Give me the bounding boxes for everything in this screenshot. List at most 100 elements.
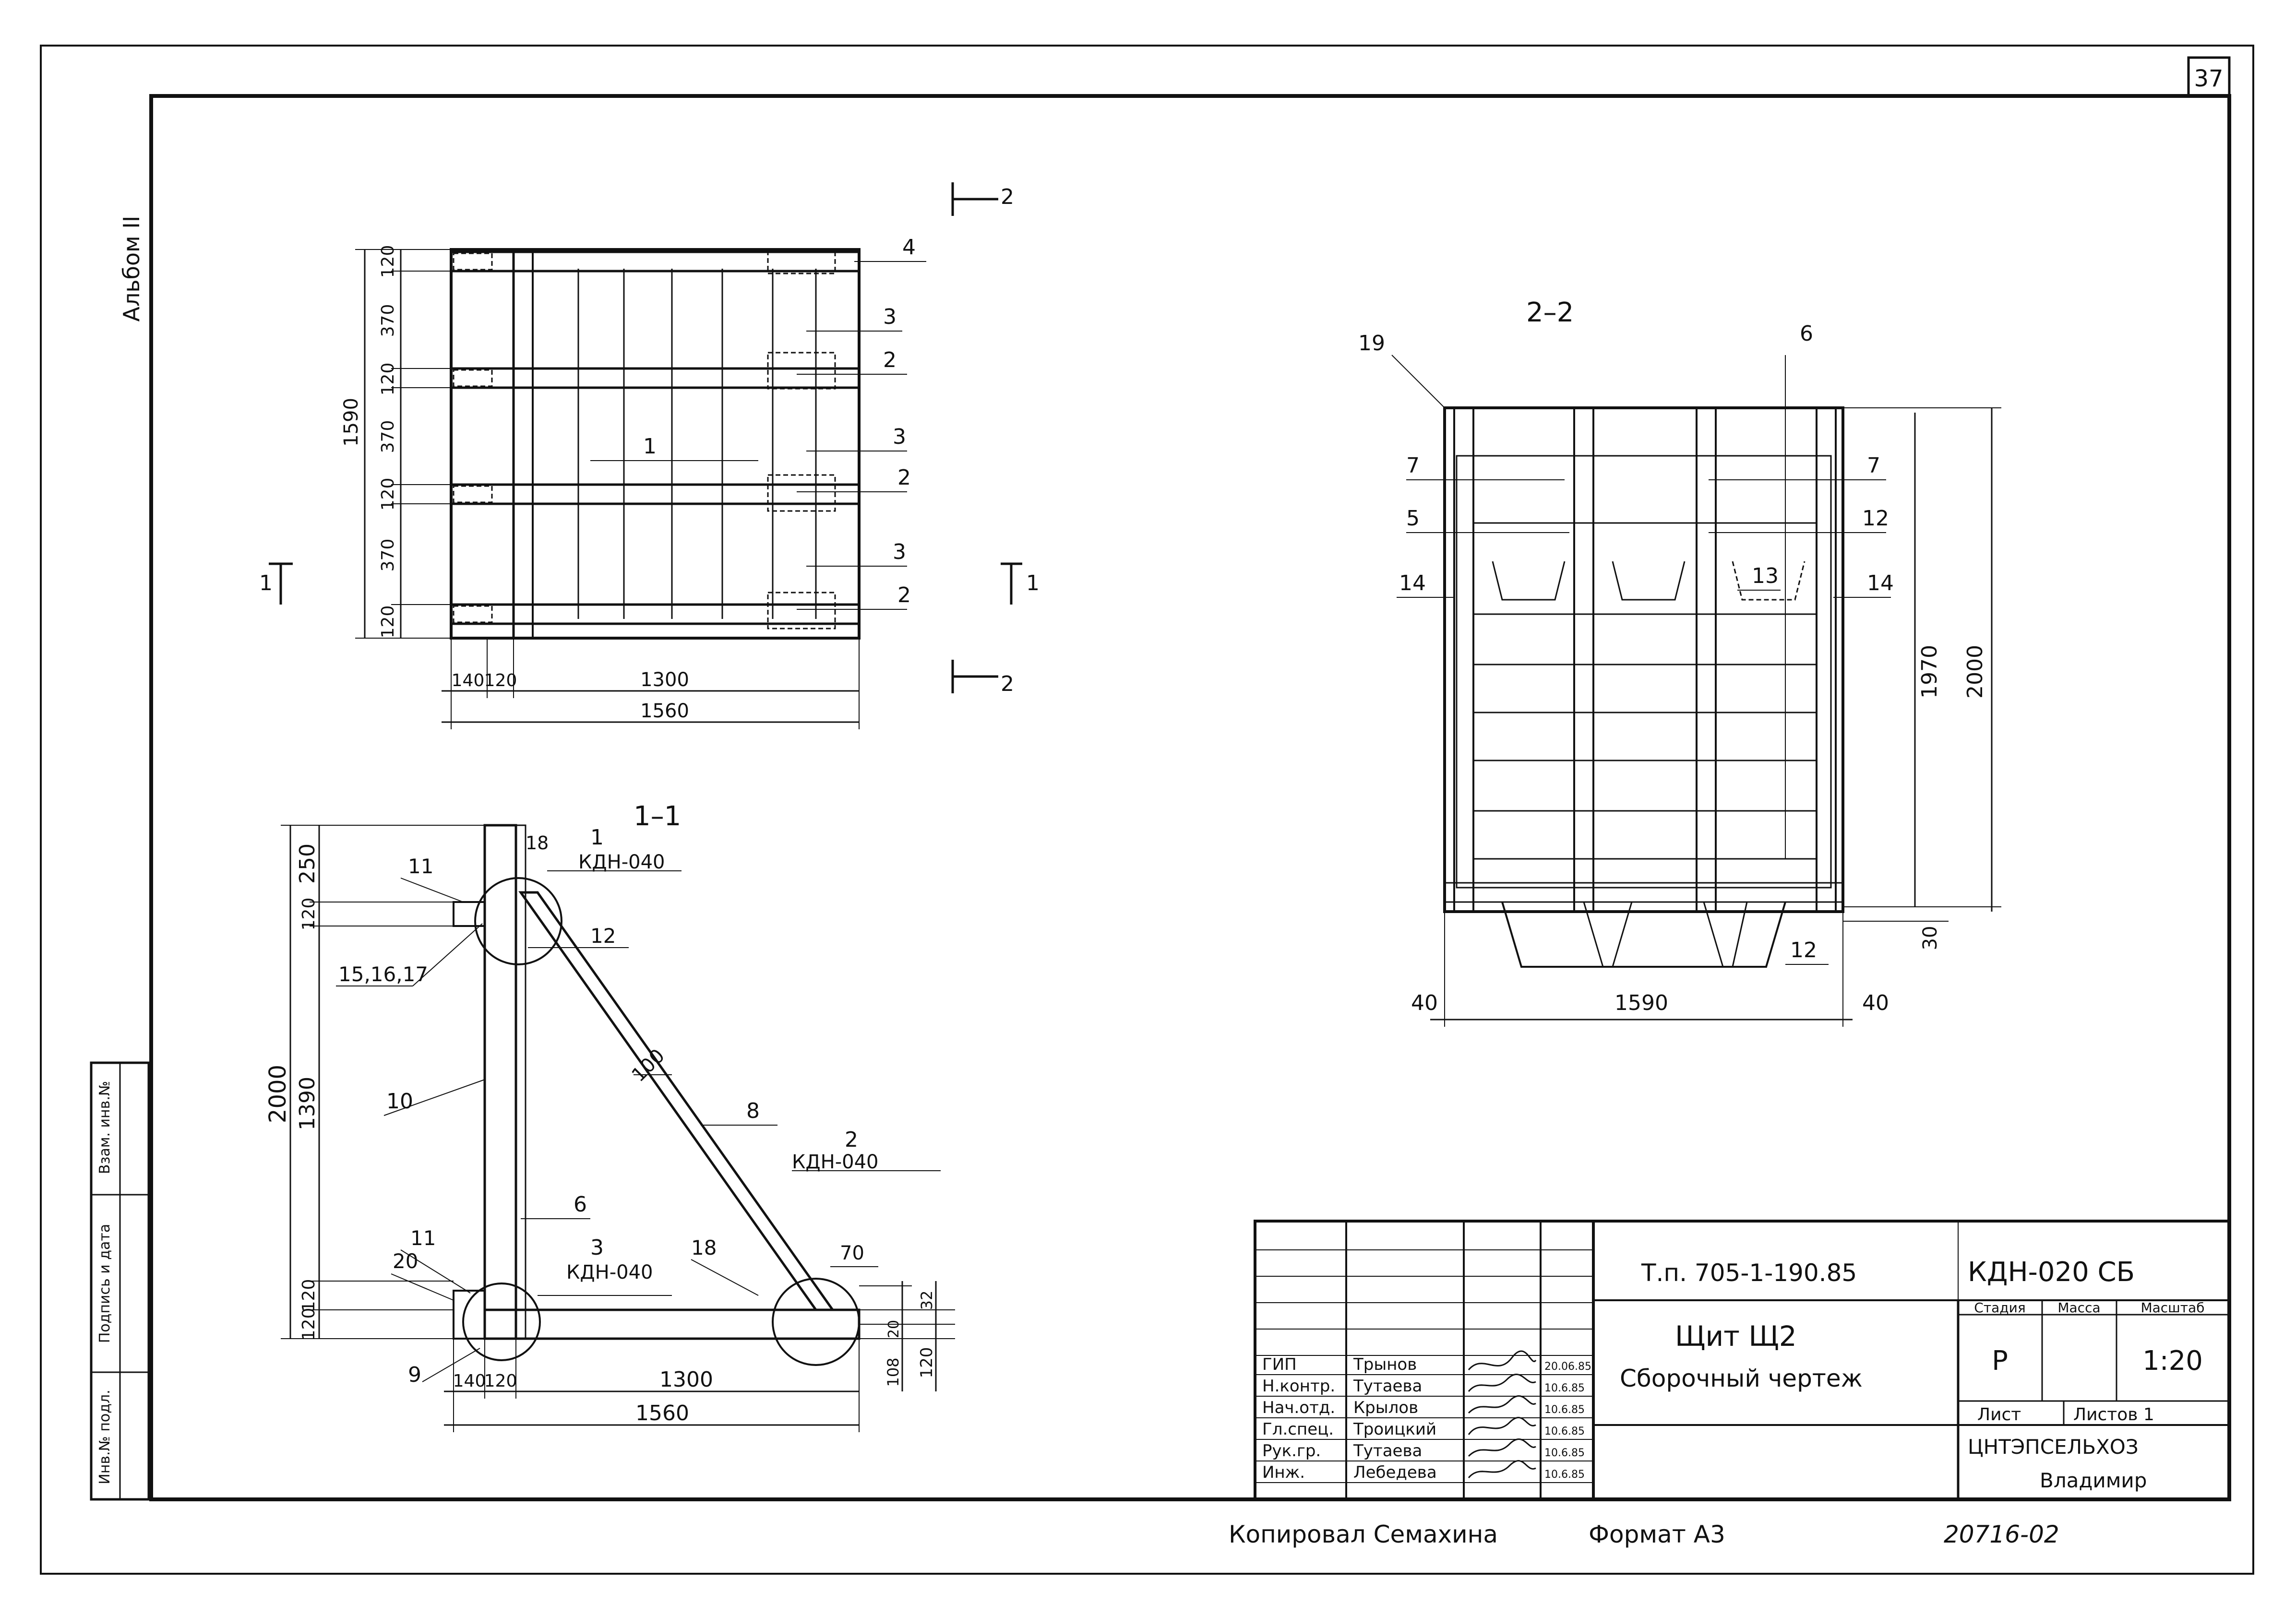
- signature-date-1: 20.06.85: [1544, 1361, 1591, 1373]
- plan-dim-left-7: 120: [378, 606, 398, 639]
- signature-role-1: ГИП: [1262, 1355, 1297, 1374]
- document-code: Т.п. 705-1-190.85: [1641, 1259, 1857, 1287]
- section-1-1-callout-18-bottom: 18: [691, 1236, 717, 1259]
- section-1-1-dim-left-1390: 1390: [295, 1077, 320, 1130]
- plan-dim-total-width: 1560: [640, 700, 689, 722]
- section-2-2-dim-40-right: 40: [1862, 991, 1889, 1015]
- detail-circle-1: [474, 877, 562, 965]
- sheet-label: Лист: [1977, 1405, 2021, 1425]
- section-2-2-callout-7-right: 7: [1867, 453, 1880, 478]
- section-1-1-callout-20: 20: [393, 1249, 418, 1273]
- plan-callout-2b: 2: [897, 465, 911, 490]
- scale-header: Масштаб: [2141, 1300, 2204, 1316]
- plan-dim-bottom-2: 120: [484, 671, 517, 690]
- signature-date-6: 10.6.85: [1544, 1469, 1585, 1481]
- drawing-code: КДН-020 СБ: [1968, 1257, 2135, 1288]
- sheets-label: Листов 1: [2073, 1405, 2154, 1425]
- signature-date-5: 10.6.85: [1544, 1447, 1585, 1459]
- sheet-number: 37: [2194, 65, 2223, 92]
- section-1-1-callout-9: 9: [408, 1363, 421, 1387]
- plan-section-mark-2-bottom: 2: [1001, 672, 1014, 696]
- signature-scribbles: [1468, 1350, 1537, 1478]
- section-1-1-dim-right-108: 108: [884, 1357, 902, 1387]
- section-1-1-callout-15-16-17: 15,16,17: [338, 962, 428, 986]
- section-2-2-dim-1970: 1970: [1917, 645, 1942, 699]
- side-stamp: Инв.№ подл. Подпись и дата Взам. инв.№: [90, 1061, 150, 1501]
- plan-dim-left-3: 120: [378, 363, 398, 396]
- section-1-1-title: 1–1: [634, 801, 681, 832]
- signature-role-6: Инж.: [1262, 1463, 1305, 1482]
- section-1-1-dim-total-width: 1560: [635, 1401, 689, 1425]
- side-stamp-replaced-label: Взам. инв.№: [96, 1081, 113, 1174]
- detail-circle-2: [772, 1278, 860, 1366]
- signature-name-5: Тутаева: [1353, 1441, 1422, 1461]
- album-label: Альбом II: [119, 216, 144, 322]
- organization-line2: Владимир: [2040, 1469, 2147, 1492]
- section-1-1-callout-8: 8: [746, 1099, 760, 1123]
- signature-date-3: 10.6.85: [1544, 1404, 1585, 1416]
- plan-dim-left-4: 370: [378, 420, 398, 453]
- plan-section-mark-1-left: 1: [259, 571, 273, 595]
- side-stamp-inv-label: Инв.№ подл.: [96, 1389, 113, 1484]
- section-2-2-support-frame: [1444, 882, 1844, 968]
- plan-section-mark-1-right: 1: [1026, 571, 1040, 595]
- section-2-2-callout-7-left: 7: [1406, 453, 1420, 478]
- section-1-1-dim-bottom-120: 120: [484, 1371, 517, 1391]
- plan-callout-2c: 2: [897, 583, 911, 607]
- signature-name-6: Лебедева: [1353, 1463, 1437, 1482]
- section-2-2-upper-brackets: [1492, 561, 1806, 601]
- inner-frame: [149, 94, 2231, 1501]
- signature-role-4: Гл.спец.: [1262, 1420, 1334, 1439]
- section-1-1-dim-total-height: 2000: [264, 1065, 291, 1123]
- signature-name-4: Троицкий: [1353, 1420, 1436, 1439]
- format-label: Формат А3: [1589, 1520, 1725, 1548]
- section-1-1-dim-right-20: 20: [885, 1320, 902, 1338]
- section-1-1-callout-11-bottom: 11: [410, 1226, 436, 1250]
- detail-ref-1-number: 1: [590, 825, 604, 850]
- plan-callout-3c: 3: [893, 540, 906, 564]
- outer-frame: [40, 45, 2254, 1575]
- sheet-number-box: [2187, 56, 2231, 97]
- section-1-1-dim-right-120: 120: [917, 1347, 936, 1378]
- section-1-1-callout-18-top: 18: [526, 832, 549, 854]
- signatures-table: ГИП Трынов 20.06.85 Н.контр. Тутаева 10.…: [1262, 1355, 1591, 1482]
- copied-by: Копировал Семахина: [1229, 1520, 1498, 1548]
- plan-dim-left-2: 370: [378, 304, 398, 337]
- detail-ref-3-number: 3: [590, 1235, 604, 1260]
- organization-line1: ЦНТЭПСЕЛЬХОЗ: [1968, 1435, 2139, 1459]
- detail-ref-2-code: КДН-040: [792, 1151, 879, 1173]
- section-2-2-callout-14-left: 14: [1399, 571, 1426, 595]
- section-1-1: 1–1 250 120 1390 120 120 2000 140 120 1: [264, 801, 955, 1432]
- detail-circle-3: [462, 1282, 541, 1361]
- section-2-2-title: 2–2: [1526, 297, 1574, 328]
- section-2-2-callout-19: 19: [1358, 331, 1385, 356]
- section-2-2-callout-12-bottom: 12: [1790, 938, 1817, 962]
- signature-name-3: Крылов: [1353, 1398, 1418, 1417]
- section-1-1-dim-right-70: 70: [840, 1242, 864, 1264]
- plan-view: 120 370 120 370 120 370 120 1590 140 120…: [259, 182, 1040, 729]
- plan-callout-2a: 2: [883, 348, 897, 372]
- plan-dim-left-5: 120: [378, 478, 398, 511]
- section-1-1-dim-left-120-top: 120: [299, 898, 319, 931]
- signature-role-5: Рук.гр.: [1262, 1441, 1321, 1461]
- section-2-2-dim-30: 30: [1919, 926, 1941, 950]
- detail-ref-1-code: КДН-040: [578, 851, 665, 873]
- plan-dim-total-height: 1590: [340, 398, 362, 447]
- signature-role-3: Нач.отд.: [1262, 1398, 1335, 1417]
- plan-dim-left-6: 370: [378, 539, 398, 572]
- plan-ribs: [450, 249, 861, 629]
- signature-role-2: Н.контр.: [1262, 1377, 1335, 1396]
- section-2-2-dim-40-left: 40: [1411, 991, 1438, 1015]
- section-1-1-callout-11-top: 11: [408, 855, 433, 878]
- plan-dim-left-1: 120: [378, 245, 398, 278]
- plan-callout-1: 1: [643, 434, 657, 459]
- plan-boards: [577, 269, 817, 619]
- registration-number: 20716-02: [1944, 1520, 2059, 1548]
- signature-date-2: 10.6.85: [1544, 1382, 1585, 1394]
- mass-header: Масса: [2057, 1300, 2100, 1316]
- plan-callout-4: 4: [902, 235, 916, 260]
- section-1-1-callout-10: 10: [386, 1089, 413, 1114]
- signature-date-4: 10.6.85: [1544, 1425, 1585, 1437]
- section-2-2-horizontals: [1473, 522, 1817, 860]
- section-1-1-dim-bottom-1300: 1300: [659, 1367, 713, 1392]
